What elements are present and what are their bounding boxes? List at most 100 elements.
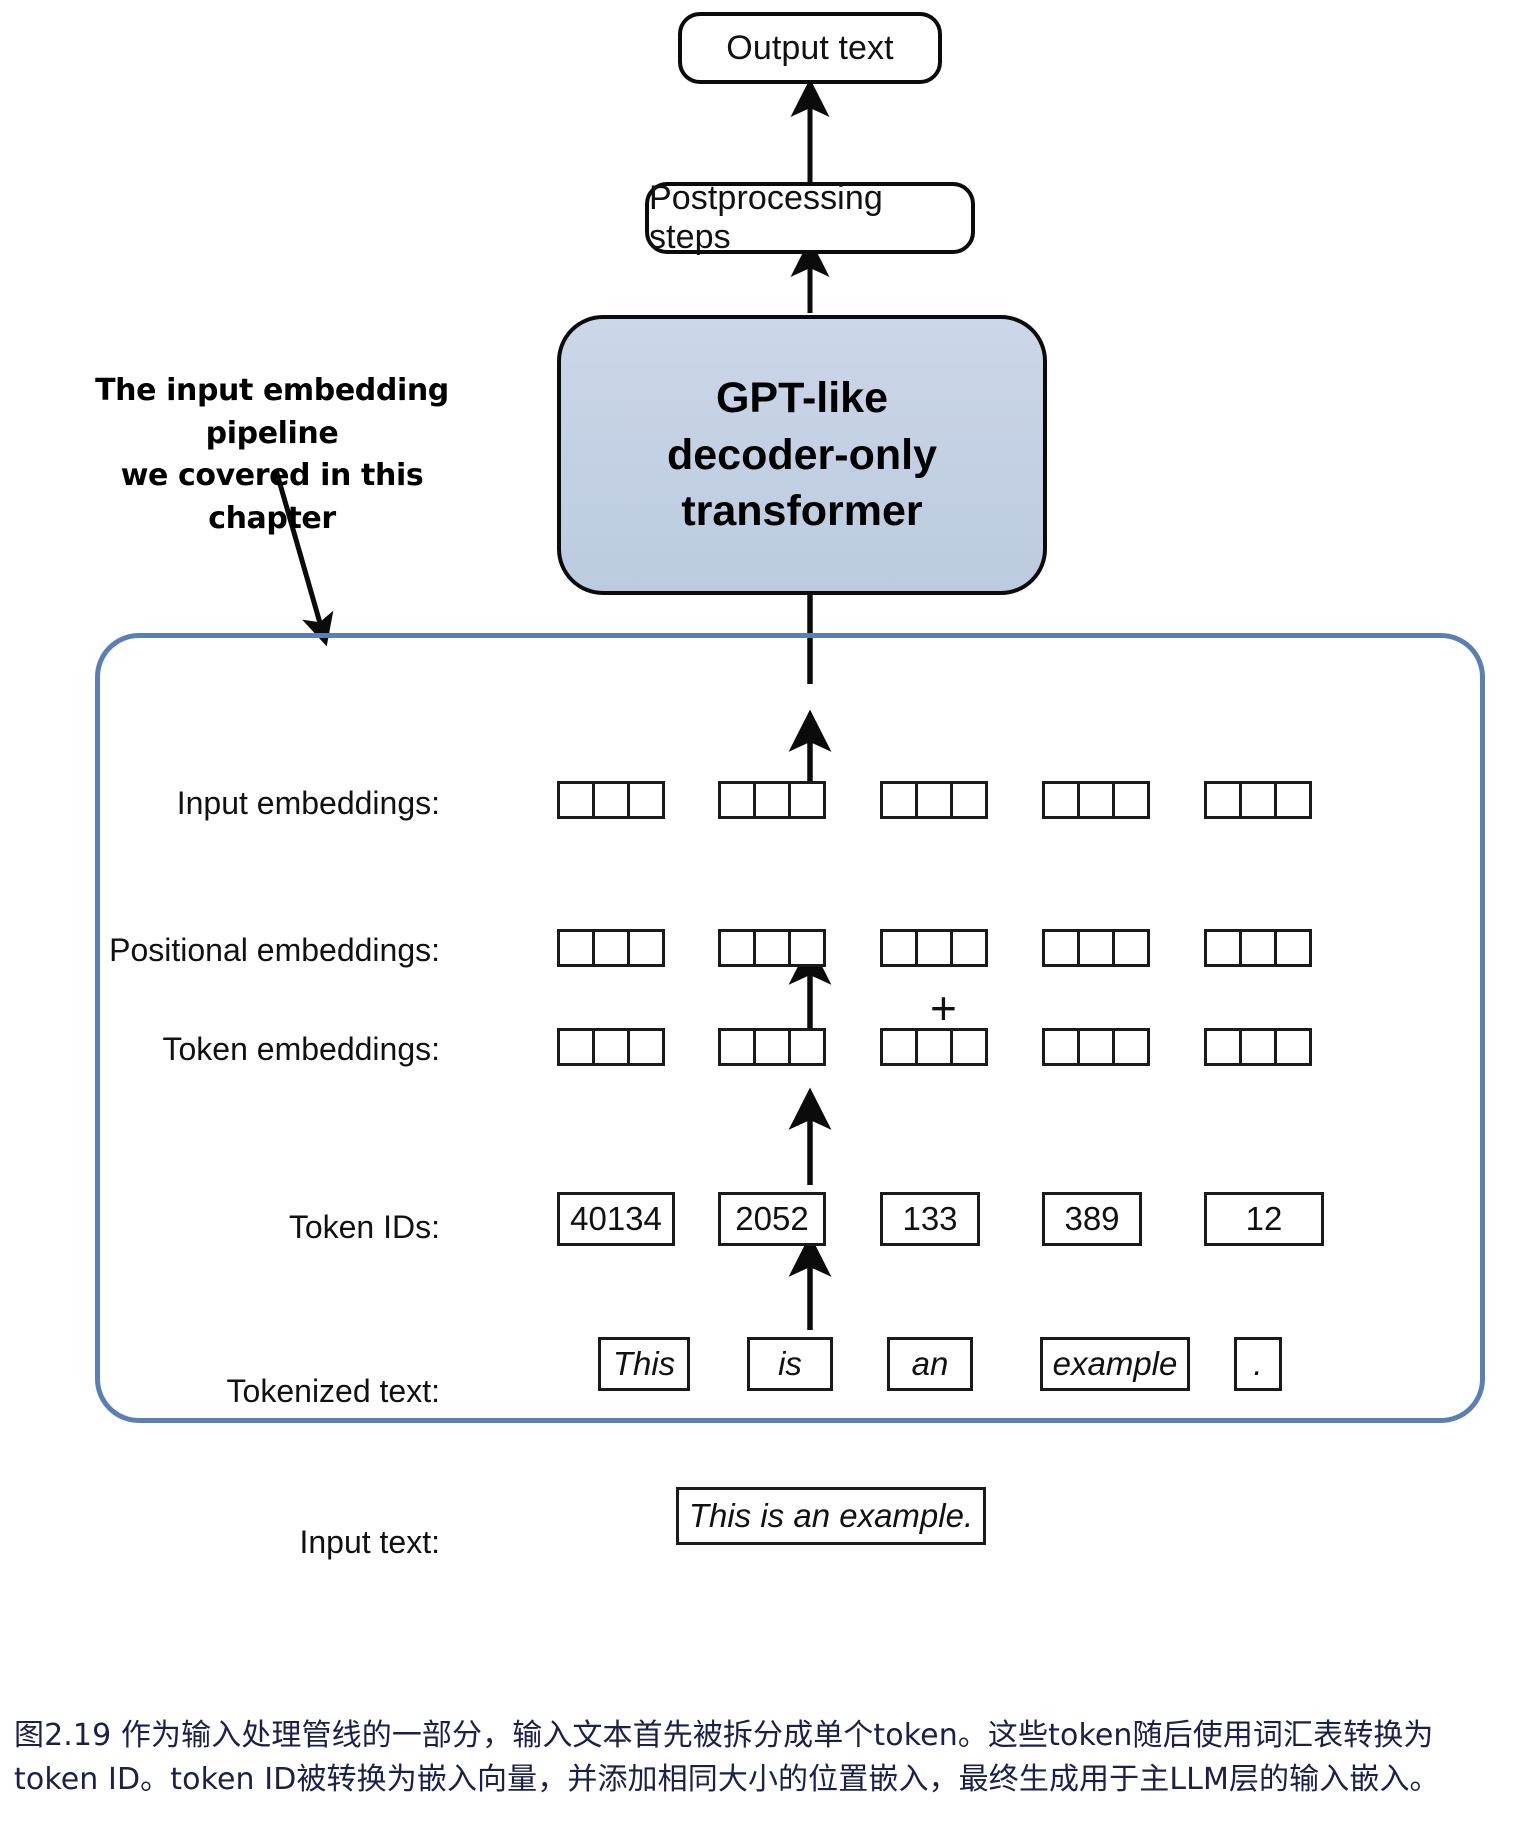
embedding-cell bbox=[1112, 781, 1150, 819]
positional-embedding-group bbox=[557, 929, 665, 967]
embedding-cell bbox=[1274, 929, 1312, 967]
embedding-cell bbox=[718, 781, 756, 819]
embedding-cell bbox=[592, 929, 630, 967]
embedding-cell bbox=[1204, 929, 1242, 967]
embedding-cell bbox=[557, 1028, 595, 1066]
input-embedding-group bbox=[1204, 781, 1312, 819]
embedding-cell bbox=[557, 929, 595, 967]
embedding-cell bbox=[753, 929, 791, 967]
embedding-cell bbox=[1112, 1028, 1150, 1066]
input-text-value-box: This is an example. bbox=[676, 1487, 986, 1545]
postprocessing-steps-label: Postprocessing steps bbox=[649, 179, 883, 256]
embedding-cell bbox=[1042, 781, 1080, 819]
tokenized-text-box: . bbox=[1234, 1337, 1282, 1391]
annotation-line-2: we covered in this chapter bbox=[120, 458, 424, 536]
input-embedding-group bbox=[718, 781, 826, 819]
row-label-token-embeddings: Token embeddings: bbox=[0, 1031, 440, 1068]
positional-embeddings-label-text: Positional embeddings: bbox=[109, 932, 440, 968]
tokenized-text-box: an bbox=[887, 1337, 973, 1391]
row-label-input-embeddings: Input embeddings: bbox=[0, 785, 440, 822]
caption-line-1: 图2.19 作为输入处理管线的一部分，输入文本首先被拆分成单个token。这些t… bbox=[14, 1718, 1434, 1753]
caption-line-2: token ID。token ID被转换为嵌入向量，并添加相同大小的位置嵌入，最… bbox=[14, 1762, 1440, 1798]
embedding-cell bbox=[788, 781, 826, 819]
embedding-cell bbox=[915, 1028, 953, 1066]
input-embedding-group bbox=[557, 781, 665, 819]
input-text-label-text: Input text: bbox=[299, 1524, 440, 1560]
pipeline-annotation: The input embedding pipeline we covered … bbox=[72, 370, 472, 540]
embedding-cell bbox=[592, 781, 630, 819]
token-embedding-group bbox=[1042, 1028, 1150, 1066]
row-label-tokenized-text: Tokenized text: bbox=[0, 1373, 440, 1410]
positional-embedding-group bbox=[880, 929, 988, 967]
output-text-box: Output text bbox=[678, 12, 942, 84]
embedding-cell bbox=[627, 929, 665, 967]
embedding-cell bbox=[753, 1028, 791, 1066]
input-embedding-pipeline-container bbox=[95, 633, 1485, 1423]
input-embedding-group bbox=[880, 781, 988, 819]
embedding-cell bbox=[788, 1028, 826, 1066]
token-id-box: 133 bbox=[880, 1192, 980, 1246]
embedding-cell bbox=[627, 1028, 665, 1066]
embedding-cell bbox=[718, 1028, 756, 1066]
row-label-positional-embeddings: Positional embeddings: bbox=[0, 932, 440, 969]
embedding-cell bbox=[1204, 781, 1242, 819]
embedding-cell bbox=[1239, 1028, 1277, 1066]
embedding-cell bbox=[880, 781, 918, 819]
embedding-cell bbox=[1042, 1028, 1080, 1066]
embedding-cell bbox=[950, 929, 988, 967]
token-embedding-group bbox=[557, 1028, 665, 1066]
tokenized-text-box: example bbox=[1040, 1337, 1190, 1391]
embedding-cell bbox=[950, 1028, 988, 1066]
embedding-cell bbox=[788, 929, 826, 967]
embedding-cell bbox=[1112, 929, 1150, 967]
embedding-cell bbox=[880, 1028, 918, 1066]
figure-caption: 图2.19 作为输入处理管线的一部分，输入文本首先被拆分成单个token。这些t… bbox=[14, 1714, 1514, 1803]
row-label-input-text: Input text: bbox=[0, 1524, 440, 1561]
embedding-cell bbox=[1077, 929, 1115, 967]
embedding-cell bbox=[1077, 781, 1115, 819]
arrow-annotation-pointer bbox=[273, 469, 334, 647]
embedding-cell bbox=[627, 781, 665, 819]
embedding-cell bbox=[753, 781, 791, 819]
token-id-box: 2052 bbox=[718, 1192, 826, 1246]
transformer-line-3: transformer bbox=[681, 487, 923, 536]
token-embedding-group bbox=[880, 1028, 988, 1066]
embedding-cell bbox=[1204, 1028, 1242, 1066]
transformer-line-1: GPT-like bbox=[715, 373, 889, 422]
embedding-cell bbox=[1239, 781, 1277, 819]
tokenized-text-box: This bbox=[598, 1337, 690, 1391]
token-embeddings-label-text: Token embeddings: bbox=[162, 1031, 440, 1067]
embedding-cell bbox=[915, 781, 953, 819]
token-id-box: 389 bbox=[1042, 1192, 1142, 1246]
input-embedding-group bbox=[1042, 781, 1150, 819]
token-id-box: 40134 bbox=[557, 1192, 675, 1246]
annotation-line-1: The input embedding pipeline bbox=[95, 373, 449, 451]
token-ids-label-text: Token IDs: bbox=[288, 1209, 440, 1245]
embedding-cell bbox=[1077, 1028, 1115, 1066]
token-embedding-group bbox=[718, 1028, 826, 1066]
postprocessing-steps-box: Postprocessing steps bbox=[645, 179, 975, 256]
embedding-cell bbox=[1274, 1028, 1312, 1066]
gpt-transformer-box: GPT-like decoder-only transformer bbox=[557, 315, 1047, 595]
embedding-cell bbox=[880, 929, 918, 967]
positional-embedding-group bbox=[1204, 929, 1312, 967]
tokenized-text-label-text: Tokenized text: bbox=[226, 1373, 440, 1409]
embedding-cell bbox=[592, 1028, 630, 1066]
positional-embedding-group bbox=[718, 929, 826, 967]
embedding-cell bbox=[1274, 781, 1312, 819]
token-embedding-group bbox=[1204, 1028, 1312, 1066]
positional-embedding-group bbox=[1042, 929, 1150, 967]
transformer-line-2: decoder-only bbox=[667, 430, 937, 479]
tokenized-text-box: is bbox=[747, 1337, 833, 1391]
row-label-token-ids: Token IDs: bbox=[0, 1209, 440, 1246]
embedding-cell bbox=[557, 781, 595, 819]
token-id-box: 12 bbox=[1204, 1192, 1324, 1246]
plus-sign: + bbox=[930, 982, 957, 1034]
embedding-cell bbox=[915, 929, 953, 967]
output-text-label: Output text bbox=[726, 28, 894, 67]
embedding-cell bbox=[1239, 929, 1277, 967]
input-embeddings-label-text: Input embeddings: bbox=[176, 785, 440, 821]
embedding-cell bbox=[718, 929, 756, 967]
embedding-cell bbox=[950, 781, 988, 819]
